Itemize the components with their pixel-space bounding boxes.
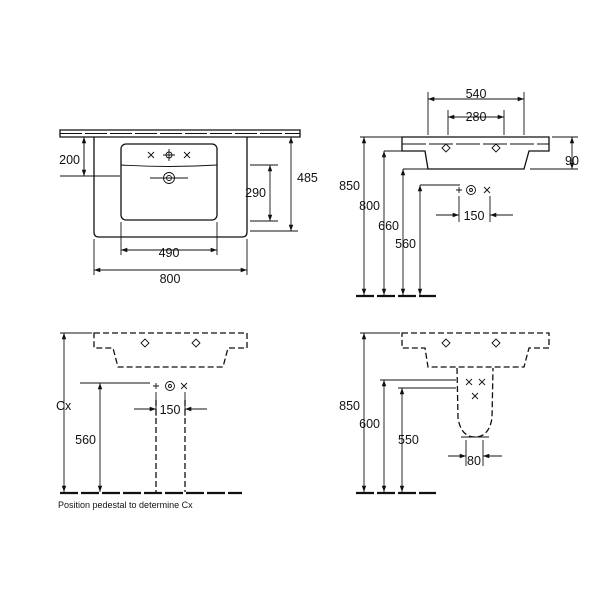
dim-600-label: 600 <box>359 417 380 431</box>
dim-850-ped-label: 850 <box>339 399 360 413</box>
basin-rim-outline <box>59 129 301 138</box>
dim-550-label: 550 <box>398 433 419 447</box>
tap-hole-icon <box>465 378 486 400</box>
dim-560-front-label: 560 <box>75 433 96 447</box>
basin-outline <box>93 137 248 238</box>
tap-hole-icon <box>147 149 191 161</box>
side-pedestal-view: 850 600 550 80 <box>339 332 550 495</box>
dim-80-label: 80 <box>467 454 481 468</box>
dim-850-label: 850 <box>339 179 360 193</box>
dim-660-label: 660 <box>378 219 399 233</box>
dim-290-label: 290 <box>245 186 266 200</box>
dim-485-label: 485 <box>297 171 318 185</box>
basin-front-outline <box>93 332 248 368</box>
dim-490-label: 490 <box>159 246 180 260</box>
pedestal-note: Position pedestal to determine Cx <box>58 500 193 510</box>
front-pedestal-view: Cx 560 150 Position pedestal to determin… <box>56 332 248 510</box>
dim-560-label: 560 <box>395 237 416 251</box>
waste-fitting-icon <box>153 381 188 391</box>
bowl-outline <box>120 143 218 221</box>
basin-side-outline <box>401 332 550 368</box>
dim-540-label: 540 <box>466 87 487 101</box>
top-plan-view: 200 290 485 490 800 <box>59 129 318 286</box>
dim-800-label: 800 <box>160 272 181 286</box>
basin-profile-outline <box>401 136 550 170</box>
dim-150-label: 150 <box>464 209 485 223</box>
dim-280-label: 280 <box>466 110 487 124</box>
dim-200-label: 200 <box>59 153 80 167</box>
waste-fitting-icon <box>456 185 491 195</box>
dim-90-label: 90 <box>565 154 579 168</box>
dim-800-side-label: 800 <box>359 199 380 213</box>
pedestal-outline <box>155 400 186 492</box>
pedestal-side-outline <box>456 367 494 438</box>
dim-cx-label: Cx <box>56 399 72 413</box>
side-section-view: 540 280 90 850 800 660 560 150 <box>339 87 579 298</box>
dim-150-front-label: 150 <box>160 403 181 417</box>
